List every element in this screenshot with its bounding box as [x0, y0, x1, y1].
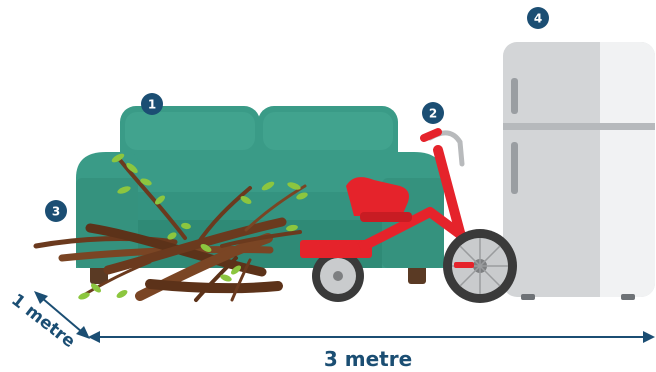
badge-2-number: 2	[429, 107, 437, 121]
width-label: 3 metre	[324, 347, 412, 371]
badge-2: 2	[422, 102, 444, 124]
badge-3: 3	[45, 200, 67, 222]
badge-1-number: 1	[148, 98, 156, 112]
badge-4-number: 4	[534, 12, 542, 26]
width-dimension-arrow	[88, 331, 655, 343]
badge-1: 1	[141, 93, 163, 115]
refrigerator-illustration	[503, 42, 655, 300]
badge-4: 4	[527, 7, 549, 29]
badge-3-number: 3	[52, 205, 60, 219]
